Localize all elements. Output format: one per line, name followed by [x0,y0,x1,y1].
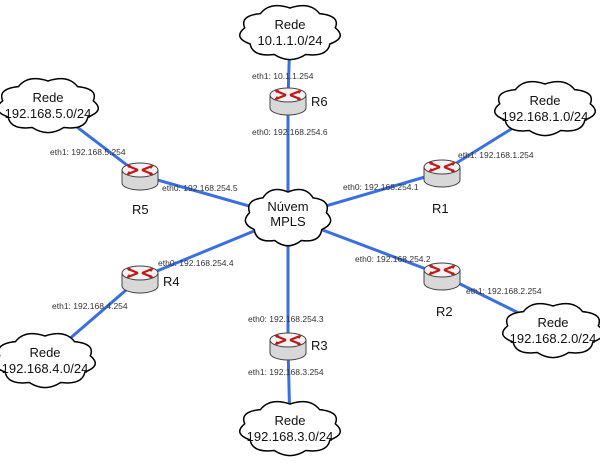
cloud-shape [494,80,596,137]
cloud-shape [0,77,99,134]
r3-eth0-label: eth0: 192.168.254.3 [248,314,324,324]
r1-eth1-label: eth1: 192.168.1.254 [458,150,534,160]
r4-eth1-label: eth1: 192.168.4.254 [52,301,128,311]
router-icon [423,262,461,291]
r3-eth1-label: eth1: 192.168.3.254 [248,367,324,377]
router-icon [269,332,307,361]
network-address: 192.168.5.0/24 [5,106,92,121]
router-icon [423,159,461,188]
router-icon [269,87,307,116]
router-icon [121,265,159,294]
network-title: Rede [529,93,560,108]
cloud-shape [239,400,341,457]
router-name: R3 [311,338,328,353]
network-title: Rede [274,413,305,428]
router-r1: R1 [423,159,461,216]
r2-eth1-label: eth1: 192.168.2.254 [466,286,542,296]
network-title: Rede [29,345,60,360]
network-address: 192.168.1.0/24 [502,109,589,124]
router-r2: R2 [423,262,461,319]
cloud-shape [502,302,600,359]
r5-eth0-label: eth0: 192.168.254.5 [162,183,238,193]
router-name: R5 [132,202,149,217]
router-name: R2 [436,304,453,319]
router-icon [121,162,159,191]
network-address: 10.1.1.0/24 [257,33,322,48]
r2-eth0-label: eth0: 192.168.254.2 [355,254,431,264]
mpls-cloud-shape [244,188,332,247]
router-name: R6 [311,94,328,109]
network-address: 192.168.3.0/24 [247,429,334,444]
network-title: Rede [274,17,305,32]
mpls-cloud-line2: MPLS [270,214,306,229]
r4-eth0-label: eth0: 192.168.254.4 [158,258,234,268]
r6-eth0-label: eth0: 192.168.254.6 [252,127,328,137]
network-title: Rede [537,315,568,330]
network-title: Rede [32,90,63,105]
router-r4: R4 [121,265,180,294]
cloud-shape [239,4,341,61]
router-name: R1 [432,201,449,216]
r1-eth0-label: eth0: 192.168.254.1 [343,182,419,192]
network-address: 192.168.2.0/24 [510,331,597,346]
router-r5: R5 [121,162,159,217]
network-address: 192.168.4.0/24 [2,361,89,376]
cloud-shape [0,332,96,389]
r5-eth1-label: eth1: 192.168.5.254 [50,147,126,157]
r6-eth1-label: eth1: 10.1.1.254 [252,71,314,81]
router-name: R4 [163,274,180,289]
mpls-cloud-line1: Núvem [267,199,308,214]
mpls-cloud: Núvem MPLS [244,188,332,247]
router-r6: R6 [269,87,328,116]
router-r3: R3 [269,332,328,361]
